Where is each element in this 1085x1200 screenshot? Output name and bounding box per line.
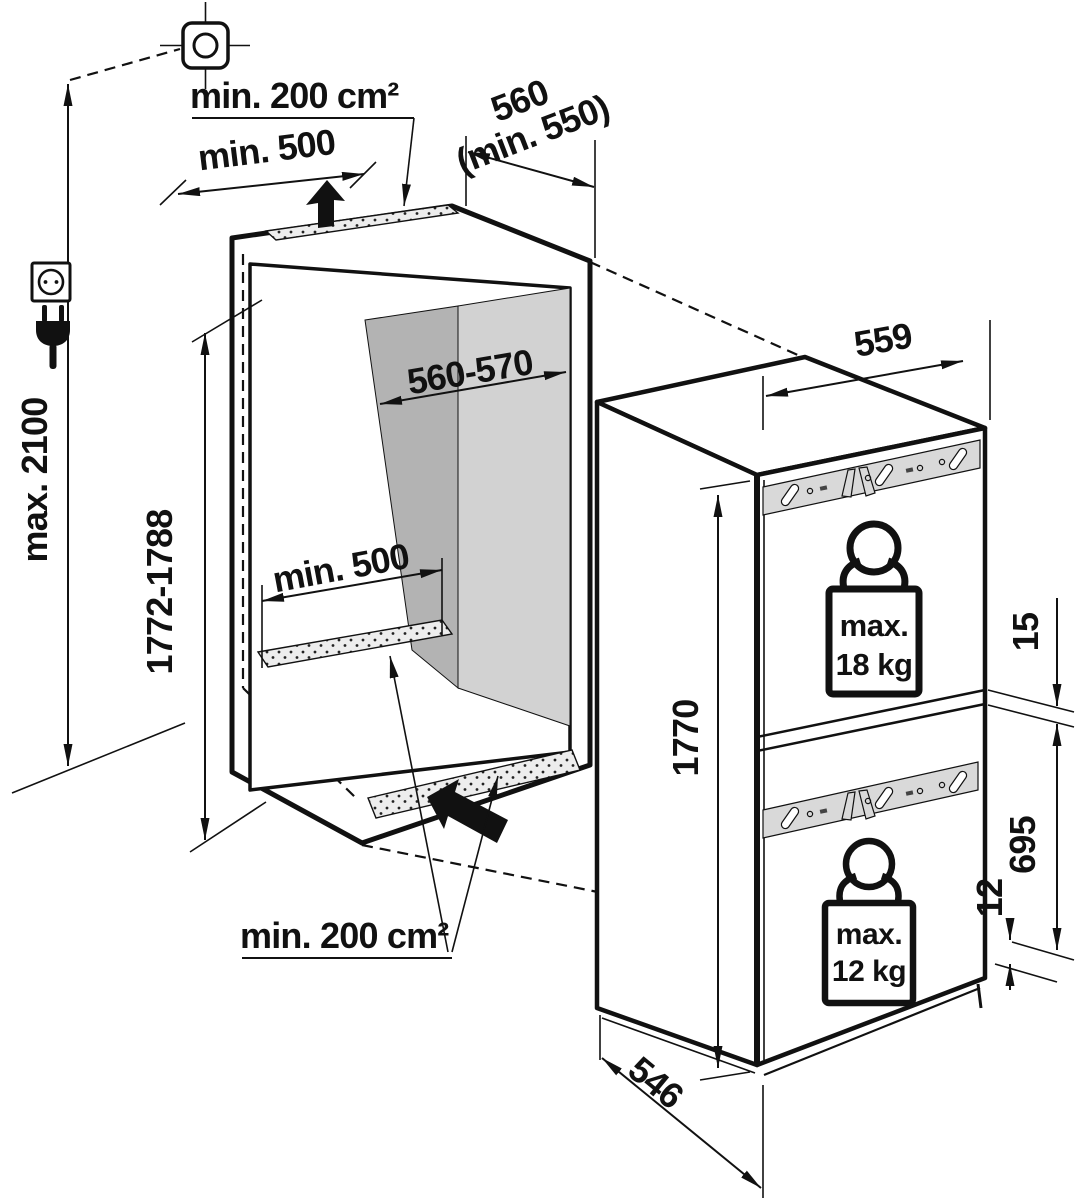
weight-12kg-label-line1: max.: [836, 918, 902, 951]
top-vent-label: min. 200 cm²: [190, 75, 399, 116]
weight-12kg-icon: max. 12 kg: [821, 837, 917, 1007]
upper-hinge-plate: [762, 439, 981, 516]
top-vent-strip: [264, 204, 460, 241]
lower-door-height-dimension: 695: [1002, 724, 1075, 961]
bottom-gap-label: 12: [969, 879, 1010, 917]
top-clearance-label: min. 500: [196, 121, 338, 178]
ceiling-height-dimension: max. 2100: [11, 47, 186, 794]
top-gap-label: 15: [1005, 612, 1046, 651]
appliance-width-dimension: 559: [762, 314, 991, 430]
ceiling-height-label: max. 2100: [14, 398, 55, 563]
weight-18kg-icon: max. 18 kg: [825, 520, 923, 698]
appliance-depth-label: 546: [621, 1048, 692, 1116]
bottom-gap-dimension: 12: [969, 879, 1058, 990]
niche-height-dimension: 1772-1788: [139, 299, 267, 853]
ceiling-mark-icon: [160, 2, 250, 89]
projection-line-top: [589, 260, 801, 358]
power-plug-icon: [36, 305, 70, 369]
appliance-height-label: 1770: [665, 700, 706, 777]
plinth-line: [763, 986, 981, 1077]
appliance-width-label: 559: [851, 314, 915, 364]
appliance-drawing: max. 18 kg max. 12 kg: [594, 354, 988, 1077]
bottom-vent-callout: min. 200 cm²: [240, 655, 499, 959]
top-vent-callout: min. 200 cm²: [190, 75, 415, 207]
bottom-vent-label: min. 200 cm²: [240, 915, 449, 956]
weight-18kg-label-line1: max.: [840, 608, 909, 643]
top-gap-dimension: 15: [987, 598, 1075, 728]
weight-18kg-label-line2: 18 kg: [836, 647, 913, 682]
lower-hinge-plate: [762, 761, 979, 839]
niche-height-label: 1772-1788: [139, 510, 180, 675]
niche-drawing: [229, 180, 593, 846]
airflow-arrow-bottom-icon: [427, 779, 508, 843]
top-clearance-dimension: min. 500: [159, 121, 377, 206]
floor-vent-strip: [256, 619, 454, 668]
door-gap-line-upper: [756, 688, 986, 739]
door-gap-line-lower: [756, 702, 986, 753]
weight-12kg-label-line2: 12 kg: [832, 955, 906, 988]
lower-door-height-label: 695: [1002, 815, 1043, 873]
floor-line: [11, 722, 186, 794]
bottom-vent-strip: [367, 749, 581, 819]
power-socket-icon: [30, 261, 72, 303]
